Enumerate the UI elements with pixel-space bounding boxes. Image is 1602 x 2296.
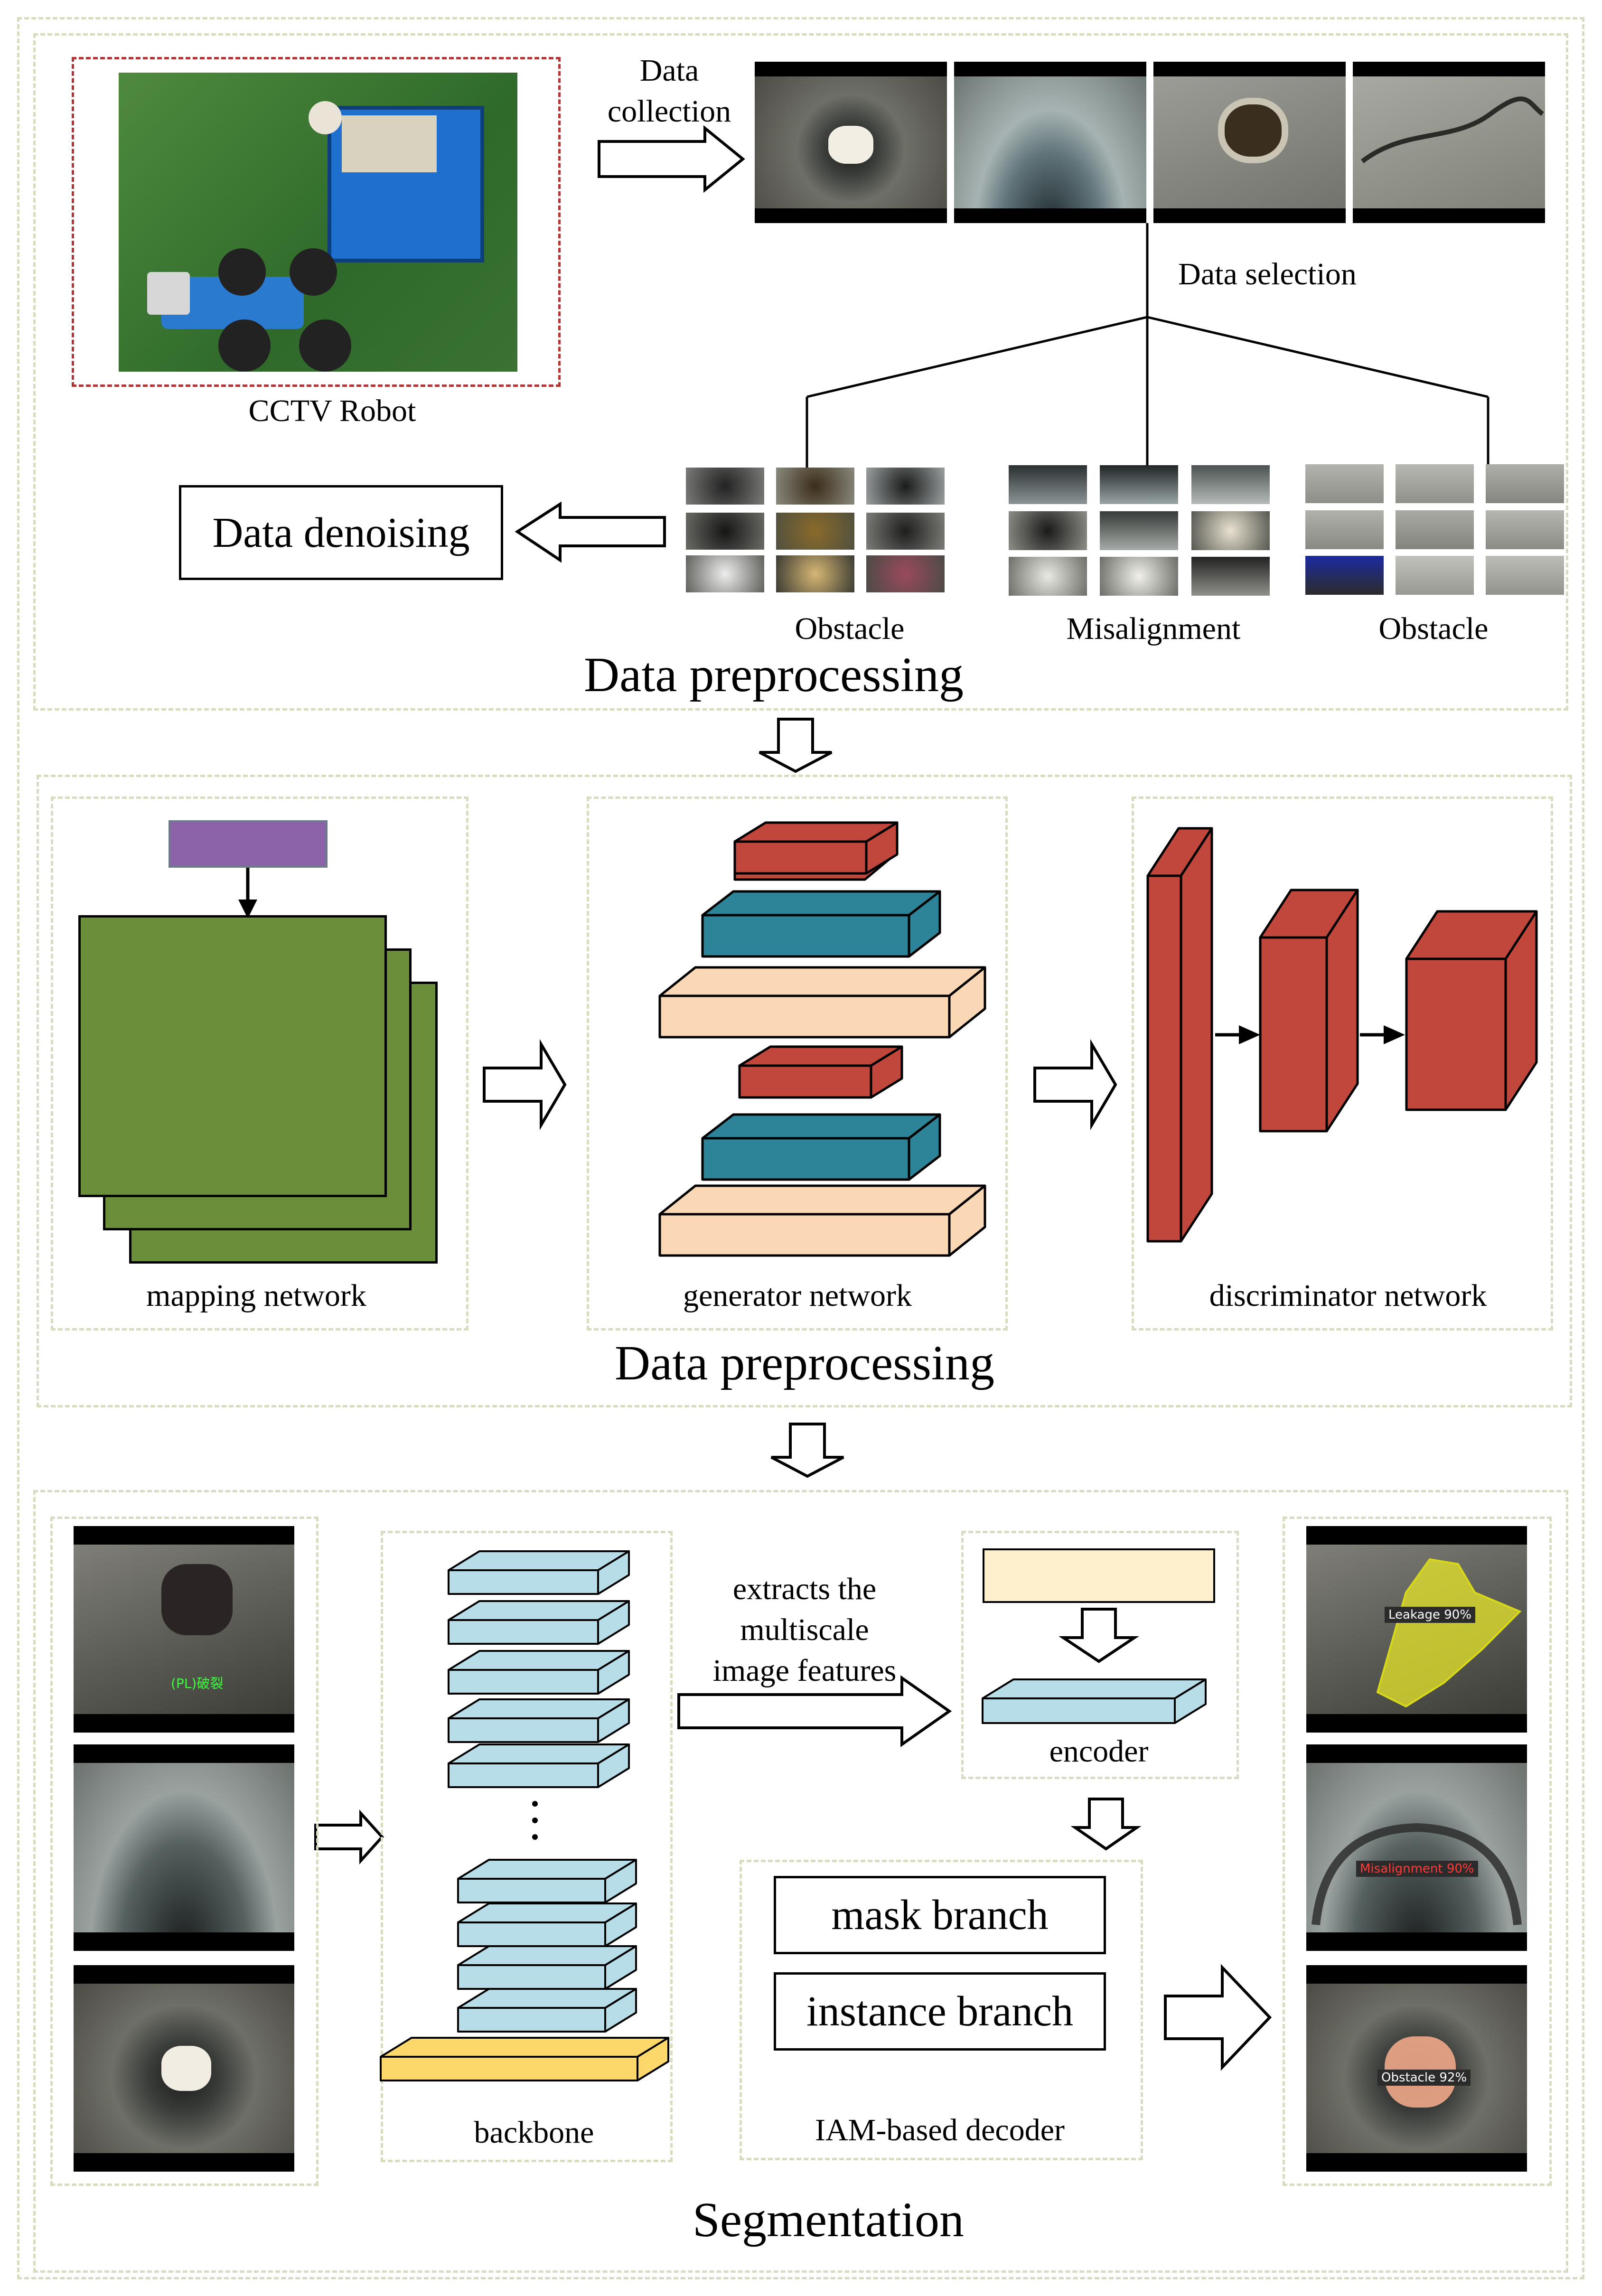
- cctv-robot-photo: [119, 73, 517, 372]
- mapping-network-label: mapping network: [146, 1278, 366, 1313]
- backbone-layer-2: [448, 1600, 630, 1645]
- backbone-layer-8: [457, 1945, 637, 1990]
- backbone-layer-5: [448, 1743, 630, 1788]
- section-title-preprocessing-2: Data preprocessing: [615, 1336, 994, 1390]
- outer-frame: [17, 17, 1584, 2279]
- collected-frame-obstacle: [755, 62, 947, 223]
- mapping-to-generator-arrow: [483, 1039, 567, 1131]
- encoder-label: encoder: [1049, 1734, 1149, 1769]
- encoder-input-block: [983, 1548, 1215, 1603]
- collected-frame-misalignment: [954, 62, 1146, 223]
- encoder-internal-arrow: [1059, 1608, 1139, 1663]
- data-collection-arrow: [598, 125, 745, 193]
- data-collection-label: Data collection: [607, 53, 731, 129]
- discriminator-network-label: discriminator network: [1209, 1278, 1487, 1313]
- input-image-misalignment: [74, 1744, 294, 1951]
- down-arrow-1: [759, 718, 833, 773]
- encoder-to-decoder-arrow: [1070, 1798, 1142, 1851]
- backbone-layer-4: [448, 1698, 630, 1743]
- robot-photo-frame: [72, 57, 561, 387]
- robot-label: CCTV Robot: [248, 394, 416, 428]
- collected-frame-hole: [1153, 62, 1346, 223]
- data-denoising-arrow: [515, 501, 666, 563]
- extract-features-label: extracts the multiscale image features: [712, 1572, 897, 1688]
- decoder-frame: [740, 1860, 1143, 2160]
- backbone-layer-9: [457, 1988, 637, 2033]
- generator-network-label: generator network: [683, 1278, 912, 1313]
- group-label-obstacle-2: Obstacle: [1378, 611, 1489, 646]
- encoder-frame: [961, 1531, 1239, 1779]
- backbone-layer-3: [448, 1650, 630, 1695]
- collected-frame-crack: [1353, 62, 1545, 223]
- decoder-label: IAM-based decoder: [815, 2113, 1065, 2147]
- mapping-network-frame: [51, 797, 468, 1331]
- backbone-label: backbone: [474, 2115, 594, 2150]
- group-label-misalignment: Misalignment: [1066, 611, 1241, 646]
- thumbnail-grid-misalignment: [1009, 465, 1270, 596]
- group-label-obstacle-1: Obstacle: [795, 611, 905, 646]
- backbone-base: [380, 2037, 669, 2081]
- mask-branch-box: mask branch: [774, 1876, 1106, 1954]
- mapping-block-front: [78, 915, 387, 1197]
- section-frame-gan: [37, 775, 1572, 1407]
- input-to-backbone-arrow: [314, 1809, 384, 1865]
- data-denoising-box: Data denoising: [179, 485, 503, 580]
- result-image-leakage: Leakage 90%: [1306, 1526, 1527, 1733]
- backbone-layer-1: [448, 1550, 630, 1595]
- instance-branch-box: instance branch: [774, 1972, 1106, 2051]
- backbone-to-encoder-arrow: [677, 1675, 952, 1747]
- input-image-leakage: (PL)破裂: [74, 1526, 294, 1733]
- decoder-to-results-arrow: [1164, 1964, 1272, 2071]
- latent-vector: [169, 820, 328, 868]
- input-images-frame: [50, 1517, 319, 2186]
- generator-to-discriminator-arrow: [1033, 1039, 1117, 1131]
- result-image-obstacle: Obstacle 92%: [1306, 1965, 1527, 2172]
- input-image-obstacle: [74, 1965, 294, 2172]
- section-frame-segmentation: [33, 1490, 1568, 2273]
- discriminator-network-frame: [1132, 797, 1553, 1331]
- section-title-preprocessing-1: Data preprocessing: [584, 647, 964, 702]
- down-arrow-2: [770, 1423, 844, 1478]
- result-image-misalignment: Misalignment 90%: [1306, 1744, 1527, 1951]
- backbone-frame: [381, 1531, 673, 2162]
- section-frame-preprocessing: [33, 33, 1568, 711]
- generator-network-frame: [587, 797, 1008, 1331]
- results-frame: [1283, 1517, 1552, 2186]
- data-selection-label: Data selection: [1178, 257, 1357, 291]
- thumbnail-grid-crack: [1305, 464, 1564, 595]
- section-title-segmentation: Segmentation: [693, 2193, 964, 2247]
- backbone-layer-7: [457, 1902, 637, 1947]
- thumbnail-grid-obstacle: [686, 468, 945, 596]
